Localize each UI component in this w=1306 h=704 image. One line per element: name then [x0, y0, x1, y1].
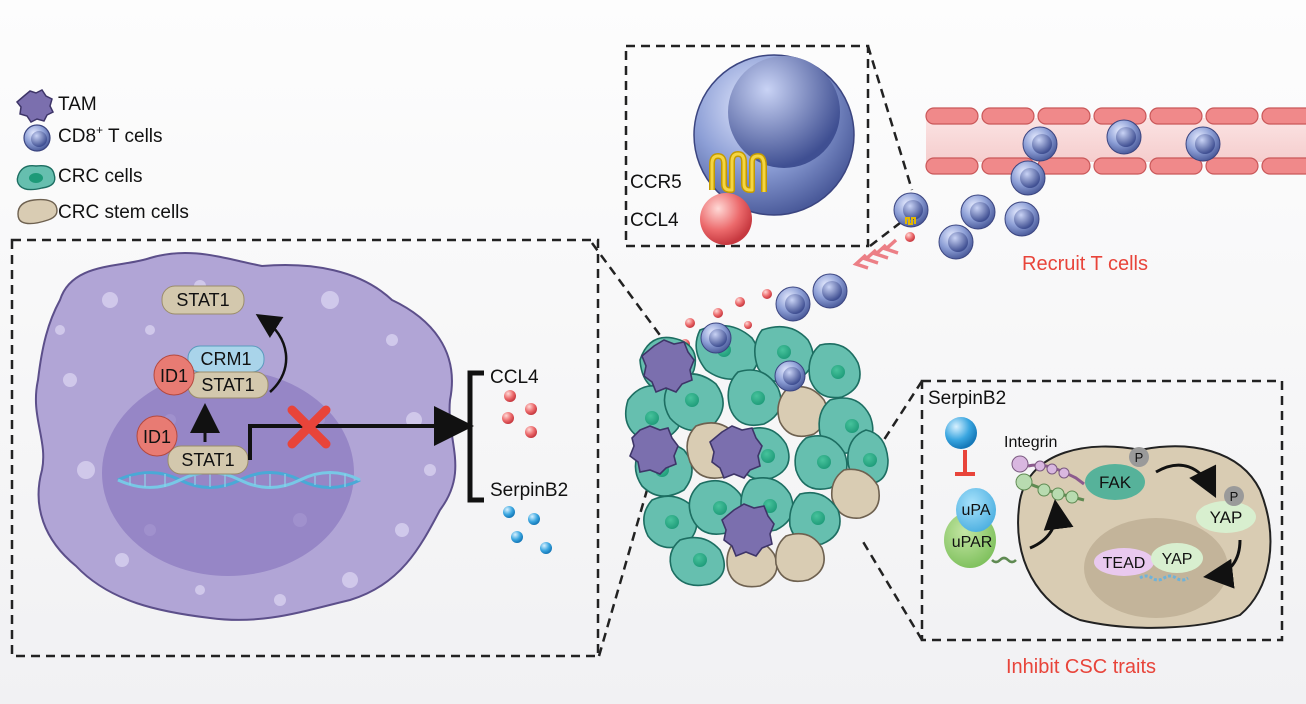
legend-crc-label: CRC cells [58, 166, 142, 187]
fak-protein [1085, 464, 1145, 500]
tam-cytoplasm-vesicles [55, 280, 436, 606]
yap-cytoplasm [1196, 501, 1256, 533]
serpinb2-output-label: SerpinB2 [490, 480, 568, 501]
tumor-infiltrating-tcells [700, 322, 806, 392]
tcell-zoom-panel: CCR5 CCL4 [624, 44, 870, 248]
tcell-with-receptor [893, 192, 929, 242]
upa-label: uPA [961, 502, 990, 519]
serpinb2-particles [503, 506, 552, 554]
yap-nuclear-protein [1151, 543, 1203, 573]
upa-ligand [956, 488, 996, 532]
stat1-cytoplasm-box [161, 285, 245, 315]
id1-low-label: ID1 [143, 427, 171, 447]
fak-to-yap-arrow [1155, 463, 1217, 499]
legend-tam-label: TAM [58, 94, 97, 115]
stat1-low-label: STAT1 [181, 450, 234, 470]
migration-chevron-icon [852, 238, 899, 270]
fak-label: FAK [1099, 473, 1132, 492]
tcell-small [1185, 126, 1221, 162]
stat1-mid-label: STAT1 [201, 375, 254, 395]
tcell-small [1004, 201, 1040, 237]
phospho-fak-icon [1129, 447, 1149, 467]
csc-panel: SerpinB2 Integrin FAK P YAP P [920, 379, 1284, 642]
upar-to-integrin-arrow [1029, 499, 1074, 550]
inhibit-csc-label: Inhibit CSC traits [1006, 656, 1156, 678]
csc-serpinb2-label: SerpinB2 [928, 388, 1006, 409]
upar-label: uPAR [952, 534, 993, 551]
tcell-small [812, 273, 848, 309]
tam-panel: STAT1 CRM1 STAT1 ID1 STAT1 ID1 CCL4 Serp… [10, 238, 600, 658]
legend-crc-stem-label: CRC stem cells [58, 202, 189, 223]
tcell-small [775, 286, 811, 322]
ccl4-ligand-label: CCL4 [630, 210, 679, 231]
tam-cells-in-tumor [629, 339, 775, 558]
tead-label: TEAD [1103, 555, 1146, 572]
ccl4-particles [502, 390, 537, 438]
legend-cd8-label: CD8+ T cells [58, 123, 163, 147]
integrin-icon [1011, 455, 1085, 504]
yap-nuc-label: YAP [1162, 551, 1193, 568]
inhibition-cross-icon [287, 405, 331, 449]
recruit-tcells-label: Recruit T cells [1022, 253, 1148, 275]
tead-protein [1094, 548, 1154, 576]
tcell-small [938, 224, 974, 260]
tcell-small [1106, 119, 1142, 155]
id1-complex-circle [153, 354, 195, 396]
serpinb2-ligand [945, 417, 977, 449]
crm1-label: CRM1 [200, 349, 251, 369]
id1-dna-circle [136, 415, 178, 457]
gene-output-bracket [467, 370, 484, 503]
stat1-top-label: STAT1 [176, 290, 229, 310]
crc-stem-legend-icon [17, 198, 58, 225]
nuclear-export-arrow [255, 313, 288, 393]
tcell-small [1010, 160, 1046, 196]
dna-helix [117, 471, 361, 489]
phospho-yap-icon [1224, 486, 1244, 506]
yap-nuclear-arrow [1203, 539, 1242, 589]
target-dna-icon [1139, 574, 1189, 582]
stem-cell-nucleus [1084, 518, 1228, 618]
ccl4-ligand-large [700, 193, 752, 245]
inhibition-bar-icon [955, 450, 975, 476]
tam-legend-icon [15, 89, 55, 123]
p2-label: P [1230, 489, 1239, 504]
transcription-arrow [248, 406, 474, 460]
ccr5-label: CCR5 [630, 172, 682, 193]
p1-label: P [1135, 450, 1144, 465]
integrin-label: Integrin [1004, 434, 1057, 451]
id1-mid-label: ID1 [160, 366, 188, 386]
yap-top-label: YAP [1210, 508, 1243, 527]
legend: TAM CD8+ T cells CRC cells CRC stem cell… [15, 89, 189, 225]
tcell-small [960, 194, 996, 230]
ccl4-output-label: CCL4 [490, 367, 539, 388]
tcell-small [1022, 126, 1058, 162]
migrating-tcells [775, 119, 1221, 322]
